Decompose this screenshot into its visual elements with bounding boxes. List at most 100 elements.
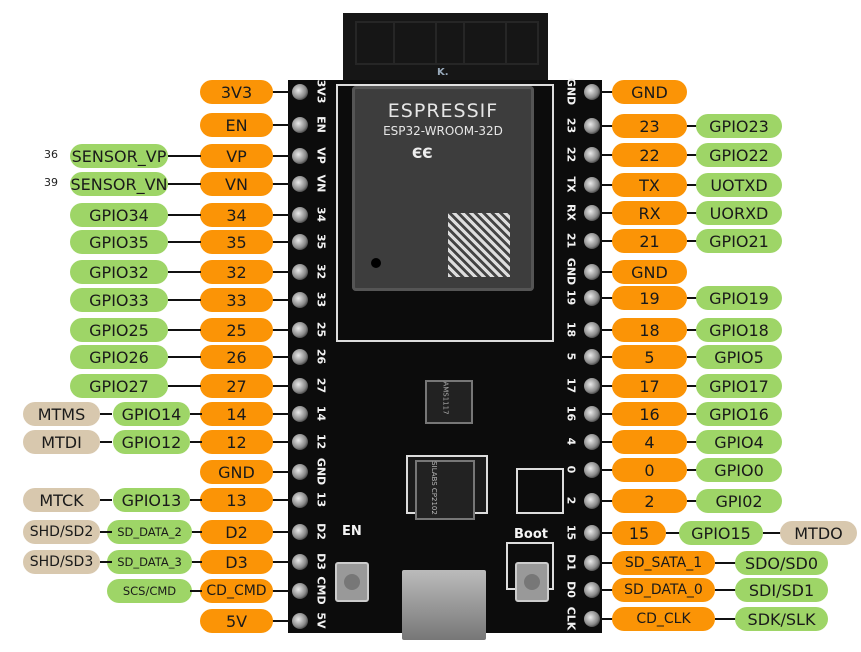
connector-line xyxy=(168,299,201,301)
boot-button[interactable] xyxy=(515,562,549,602)
gpio-label[interactable]: GPIO16 xyxy=(696,402,782,426)
pin-label[interactable]: 19 xyxy=(612,286,687,310)
gpio-label[interactable]: GPIO4 xyxy=(696,430,782,454)
connector-line xyxy=(190,441,202,443)
pin-label[interactable]: VN xyxy=(200,172,273,196)
gpio-label[interactable]: GPIO21 xyxy=(696,229,782,253)
silk-label-left: 14 xyxy=(314,405,328,422)
gpio-label[interactable]: GPIO32 xyxy=(70,260,168,284)
pin-label[interactable]: 22 xyxy=(612,143,687,167)
alt-function-label[interactable]: SHD/SD3 xyxy=(23,550,100,574)
alt-function-label[interactable]: MTMS xyxy=(23,402,100,426)
pin-label[interactable]: 0 xyxy=(612,458,687,482)
gpio-label[interactable]: UORXD xyxy=(696,201,782,225)
gpio-label[interactable]: SENSOR_VP xyxy=(70,144,168,168)
pin-label[interactable]: CD_CMD xyxy=(200,579,273,603)
pin-label[interactable]: 2 xyxy=(612,489,687,513)
gpio-label[interactable]: UOTXD xyxy=(696,173,782,197)
gpio-label[interactable]: GPIO35 xyxy=(70,230,168,254)
en-button[interactable] xyxy=(335,562,369,602)
pin-label[interactable]: 4 xyxy=(612,430,687,454)
alt-function-label[interactable]: MTCK xyxy=(23,488,100,512)
en-button-label: EN xyxy=(342,524,362,539)
header-pin-left xyxy=(292,492,308,508)
alt-function-label[interactable]: MTDO xyxy=(780,521,857,545)
pin-label[interactable]: RX xyxy=(612,201,687,225)
pin-label[interactable]: 25 xyxy=(200,318,273,342)
pin-label[interactable]: GND xyxy=(200,460,273,484)
pin-label[interactable]: 3V3 xyxy=(200,80,273,104)
alt-function-label[interactable]: MTDI xyxy=(23,430,100,454)
pin-label[interactable]: 15 xyxy=(612,521,666,545)
header-pin-right xyxy=(584,525,600,541)
header-pin-right xyxy=(584,205,600,221)
pin-label[interactable]: CD_CLK xyxy=(612,607,715,631)
silk-label-right: TX xyxy=(564,176,578,193)
gpio-label[interactable]: GPIO5 xyxy=(696,345,782,369)
pin-label[interactable]: EN xyxy=(200,113,273,137)
pin-label[interactable]: 16 xyxy=(612,402,687,426)
pin-label[interactable]: 14 xyxy=(200,402,273,426)
connector-line xyxy=(600,91,614,93)
gpio-label[interactable]: GPIO17 xyxy=(696,374,782,398)
pin-label[interactable]: 26 xyxy=(200,345,273,369)
connector-line xyxy=(168,356,201,358)
pcb-antenna: K. xyxy=(343,13,548,85)
pin-label[interactable]: D2 xyxy=(200,520,273,544)
pin-label[interactable]: SD_SATA_1 xyxy=(612,551,715,575)
gpio-label[interactable]: GPIO19 xyxy=(696,286,782,310)
gpio-label[interactable]: SD_DATA_3 xyxy=(107,550,192,574)
pin-label[interactable]: 5 xyxy=(612,345,687,369)
gpio-label[interactable]: SDO/SD0 xyxy=(735,551,828,575)
gpio-label[interactable]: SDK/SLK xyxy=(735,607,828,631)
connector-line xyxy=(272,299,290,301)
pin-label[interactable]: 35 xyxy=(200,230,273,254)
connector-line xyxy=(600,297,614,299)
gpio-label[interactable]: GPIO15 xyxy=(679,521,763,545)
connector-line xyxy=(600,240,614,242)
gpio-label[interactable]: SCS/CMD xyxy=(107,579,192,603)
gpio-label[interactable]: GPIO18 xyxy=(696,318,782,342)
pin-label[interactable]: GND xyxy=(612,260,687,284)
pin-label[interactable]: 17 xyxy=(612,374,687,398)
gpio-label[interactable]: SENSOR_VN xyxy=(70,172,168,196)
pin-label[interactable]: TX xyxy=(612,173,687,197)
gpio-label[interactable]: GPIO25 xyxy=(70,318,168,342)
gpio-label[interactable]: GPIO13 xyxy=(113,488,190,512)
gpio-label[interactable]: GPI02 xyxy=(696,489,782,513)
pin-label[interactable]: 12 xyxy=(200,430,273,454)
gpio-label[interactable]: GPIO33 xyxy=(70,288,168,312)
pin-label[interactable]: 5V xyxy=(200,609,273,633)
pin-label[interactable]: SD_DATA_0 xyxy=(612,578,715,602)
pin-label[interactable]: 23 xyxy=(612,114,687,138)
gpio-label[interactable]: GPIO14 xyxy=(113,402,190,426)
pin-label[interactable]: 18 xyxy=(612,318,687,342)
gpio-label[interactable]: GPIO0 xyxy=(696,458,782,482)
gpio-label[interactable]: SDI/SD1 xyxy=(735,578,828,602)
header-pin-left xyxy=(292,406,308,422)
pin-label[interactable]: 13 xyxy=(200,488,273,512)
gpio-label[interactable]: GPIO22 xyxy=(696,143,782,167)
header-pin-right xyxy=(584,582,600,598)
silk-label-right: 5 xyxy=(564,352,578,361)
pin-label[interactable]: 32 xyxy=(200,260,273,284)
gpio-label[interactable]: SD_DATA_2 xyxy=(107,520,192,544)
gpio-label[interactable]: GPIO34 xyxy=(70,203,168,227)
pin-label[interactable]: 21 xyxy=(612,229,687,253)
gpio-label[interactable]: GPIO27 xyxy=(70,374,168,398)
header-pin-right xyxy=(584,264,600,280)
gpio-label[interactable]: GPIO26 xyxy=(70,345,168,369)
alt-function-label[interactable]: SHD/SD2 xyxy=(23,520,100,544)
gpio-label[interactable]: GPIO23 xyxy=(696,114,782,138)
silk-label-left: VP xyxy=(314,147,328,164)
gpio-label[interactable]: GPIO12 xyxy=(113,430,190,454)
micro-usb-port[interactable] xyxy=(402,570,486,640)
pin-label[interactable]: 34 xyxy=(200,203,273,227)
pin-label[interactable]: VP xyxy=(200,144,273,168)
header-pin-left xyxy=(292,148,308,164)
pin-label[interactable]: 33 xyxy=(200,288,273,312)
pin-label[interactable]: GND xyxy=(612,80,687,104)
connector-line xyxy=(687,240,699,242)
pin-label[interactable]: D3 xyxy=(200,550,273,574)
pin-label[interactable]: 27 xyxy=(200,374,273,398)
